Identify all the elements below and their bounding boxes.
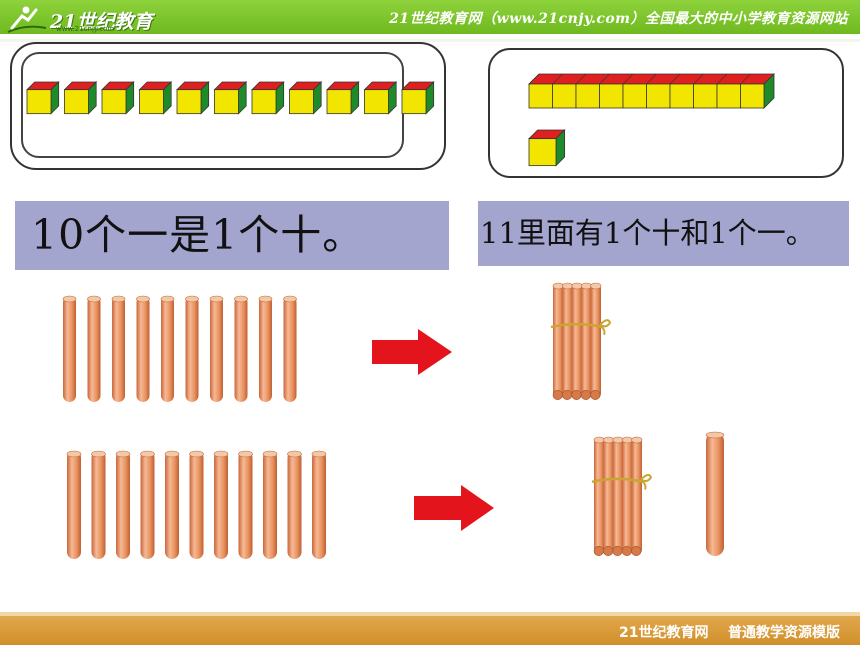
- loose-stick: [66, 450, 82, 559]
- single-unit-cube: [528, 129, 566, 167]
- footer-divider: [0, 612, 860, 616]
- loose-stick: [111, 295, 126, 402]
- loose-stick: [209, 295, 224, 402]
- unit-cube: [176, 81, 210, 115]
- bundled-stick: [580, 282, 592, 399]
- unit-cube: [213, 81, 248, 115]
- loose-stick: [234, 295, 248, 402]
- loose-stick: [287, 450, 302, 559]
- loose-sticks-row-1: [62, 295, 297, 402]
- loose-stick: [140, 450, 155, 559]
- rod-unit: [528, 83, 553, 109]
- unit-cube: [288, 81, 323, 115]
- site-logo[interactable]: 21世纪教育 www.21cnjy.com: [6, 2, 156, 34]
- logo-text: 21世纪教育: [50, 11, 153, 33]
- rod-unit: [646, 83, 671, 109]
- arrow-right-icon: [372, 329, 452, 375]
- header-bar: 21世纪教育 www.21cnjy.com 21世纪教育网（www.21cnjy…: [0, 0, 860, 34]
- site-title[interactable]: 21世纪教育网（www.21cnjy.com）全国最大的中小学教育资源网站: [389, 11, 848, 27]
- unit-cube: [326, 81, 360, 115]
- loose-stick: [185, 295, 199, 402]
- loose-stick: [705, 431, 725, 556]
- loose-stick: [213, 450, 229, 559]
- bundled-stick: [612, 436, 624, 555]
- bow-icon: [599, 319, 612, 336]
- rod-unit: [669, 83, 694, 109]
- bundled-stick: [631, 436, 643, 555]
- bundled-stick: [571, 282, 583, 399]
- loose-stick: [311, 450, 327, 559]
- bundled-stick: [590, 282, 602, 399]
- unit-cube: [63, 81, 98, 115]
- loose-stick: [164, 450, 180, 559]
- unit-cube: [138, 81, 173, 115]
- arrow-right-icon: [414, 485, 494, 531]
- rod-unit: [693, 83, 718, 109]
- bundled-stick: [552, 282, 564, 399]
- loose-stick: [262, 450, 278, 559]
- bundled-stick: [621, 436, 633, 555]
- footer-text: 21世纪教育网 普通教学资源模版: [619, 625, 840, 641]
- stick-bundle-1: [550, 282, 612, 400]
- rod-unit: [740, 83, 765, 109]
- bundled-stick: [562, 282, 574, 399]
- logo-subtext: www.21cnjy.com: [56, 25, 115, 33]
- string-tie: [591, 477, 644, 484]
- single-extra-stick: [705, 431, 725, 556]
- unit-cube: [26, 81, 60, 115]
- loose-stick: [189, 450, 204, 559]
- loose-stick: [238, 450, 253, 559]
- loose-sticks-row-2: [66, 450, 327, 559]
- loose-stick: [87, 295, 101, 402]
- unit-cube: [251, 81, 285, 115]
- single-cubes-row: [26, 81, 435, 115]
- footer-bar: 21世纪教育网 普通教学资源模版: [0, 616, 860, 645]
- bundled-stick: [603, 436, 615, 555]
- loose-stick: [258, 295, 273, 402]
- header-divider: [0, 34, 860, 39]
- loose-stick: [62, 295, 77, 402]
- rod-unit: [552, 83, 577, 109]
- unit-cube: [101, 81, 135, 115]
- unit-cube: [363, 81, 398, 115]
- unit-cube: [528, 129, 566, 167]
- loose-stick: [283, 295, 297, 402]
- stick-bundle-2: [591, 436, 653, 556]
- runner-logo-icon: [7, 6, 47, 33]
- rod-unit: [622, 83, 647, 109]
- unit-cube: [401, 81, 435, 115]
- header-divider-shade: [0, 39, 860, 42]
- loose-stick: [136, 295, 150, 402]
- ten-rod-block: [528, 73, 775, 109]
- rod-unit: [716, 83, 741, 109]
- bundled-stick: [593, 436, 605, 555]
- loose-stick: [91, 450, 106, 559]
- loose-stick: [160, 295, 175, 402]
- statement-ten-ones: 10个一是1个十。: [15, 201, 449, 270]
- statement-eleven: 11里面有1个十和1个一。: [478, 201, 849, 266]
- rod-unit: [575, 83, 600, 109]
- bow-icon: [640, 473, 653, 490]
- string-tie: [550, 322, 603, 329]
- loose-stick: [115, 450, 131, 559]
- rod-unit: [599, 83, 624, 109]
